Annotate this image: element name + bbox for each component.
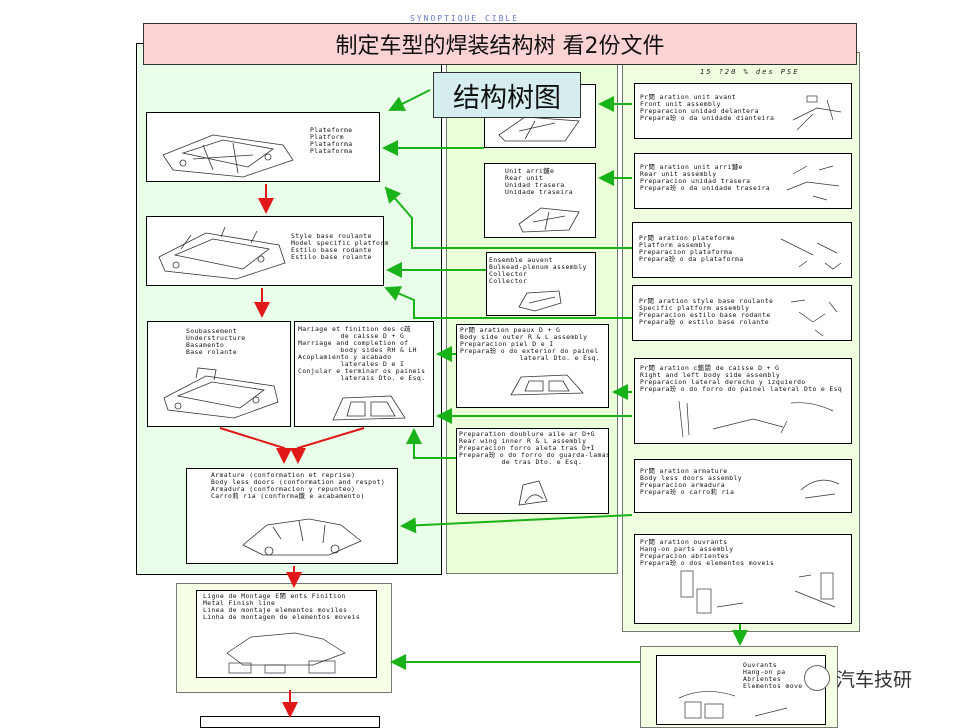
arrow-rear-wing (406, 428, 456, 459)
watermark-text: 汽车技研 (836, 668, 913, 691)
box-armature-prep-label: Pr閜 aration armature Body less doors ass… (640, 467, 742, 496)
box-body-side-completion-label: Mariage et finition des c疏 de caisse D +… (298, 325, 426, 382)
box-understructure-label: Soubassement Understructure Basamento Ba… (186, 327, 246, 356)
arrow-armature-prep (400, 514, 633, 534)
arrow-red-3 (219, 427, 292, 464)
box-hang-on-prep[interactable]: Pr閜 aration ouvrants Hang-on parts assem… (634, 534, 852, 624)
armature-parts-drawing (800, 479, 840, 499)
box-rear-unit-prep-label: Pr閜 aration unit arri鑢e Rear unit assemb… (640, 163, 770, 192)
box-body-side-outer[interactable]: Pr閜 aration peaux D + G Body side outer … (456, 324, 609, 408)
box-rear-wing-inner-label: Preparation doublure aile ar D+G Rear wi… (459, 430, 611, 466)
body-side-outer-drawing (510, 374, 584, 396)
box-platform-label: Plateforme Platform Plataforma Plataform… (310, 126, 353, 155)
box-platform-prep[interactable]: Pr閜 aration plateforme Platform assembly… (632, 222, 852, 278)
box-rear-unit-prep[interactable]: Pr閜 aration unit arri鑢e Rear unit assemb… (634, 153, 852, 209)
box-style-base-label: Style base roulante Model specific platf… (291, 232, 389, 261)
box-platform[interactable]: Plateforme Platform Plataforma Plataform… (146, 112, 380, 182)
box-understructure[interactable]: Soubassement Understructure Basamento Ba… (147, 321, 291, 427)
box-ouvrants[interactable]: Ouvrants Hang-on pa Abrientes Elementos … (656, 655, 826, 725)
box-body-side-completion[interactable]: Mariage et finition des c疏 de caisse D +… (294, 321, 434, 427)
hang-on-parts-drawing (680, 570, 836, 614)
rear-unit-drawing (518, 207, 580, 233)
platform-parts-drawing (780, 238, 842, 270)
column-c-header: 15 ?20 % des PSE (700, 68, 800, 76)
front-unit-drawing (498, 116, 580, 142)
box-bulkhead-label: Ensemble auvent Bulkead-plenum assembly … (489, 256, 587, 285)
box-front-unit-prep[interactable]: Pr閜 aration unit avant Front unit assemb… (634, 83, 852, 139)
box-body-side-prep-label: Pr閜 aration c魌閟 de caisse D + G Right an… (640, 364, 843, 393)
arrow-tag-to-platform (388, 89, 431, 111)
box-front-unit-prep-label: Pr閜 aration unit avant Front unit assemb… (640, 93, 775, 122)
box-metal-finish-line[interactable]: Ligne de Montage E閙 ents Finition Metal … (196, 590, 377, 678)
box-ouvrants-label: Ouvrants Hang-on pa Abrientes Elementos … (743, 661, 803, 690)
box-body-less-doors[interactable]: Armature (conformation et reprise) Body … (186, 468, 398, 564)
box-hang-on-prep-label: Pr閜 aration ouvrants Hang-on parts assem… (640, 538, 775, 567)
box-rear-unit[interactable]: Unit arri鑢e Rear unit Unidad trasera Uni… (484, 163, 596, 238)
body-side-drawing (332, 395, 406, 421)
structure-tree-tag: 结构树图 (433, 72, 581, 118)
platform-drawing (162, 134, 294, 178)
box-metal-finish-line-label: Ligne de Montage E閙 ents Finition Metal … (203, 592, 361, 621)
box-platform-prep-label: Pr閜 aration plateforme Platform assembly… (639, 234, 744, 263)
box-armature-prep[interactable]: Pr閜 aration armature Body less doors ass… (634, 459, 852, 513)
front-unit-parts-drawing (792, 95, 842, 131)
specific-platform-parts-drawing (790, 299, 838, 337)
finished-body-drawing (226, 632, 346, 674)
wechat-logo-icon (804, 665, 830, 691)
opening-parts-drawing (678, 691, 788, 719)
arrow-specific-platform-prep (384, 286, 632, 319)
page-title: 制定车型的焊装结构树 看2份文件 (143, 23, 857, 65)
watermark: 汽车技研 (804, 664, 932, 692)
box-rear-unit-label: Unit arri鑢e Rear unit Unidad trasera Uni… (505, 167, 573, 196)
box-specific-platform-prep[interactable]: Pr閜 aration style base roulante Specific… (632, 285, 852, 341)
body-in-white-drawing (242, 518, 362, 556)
box-bulkhead[interactable]: Ensemble auvent Bulkead-plenum assembly … (486, 252, 596, 316)
box-body-side-prep[interactable]: Pr閜 aration c魌閟 de caisse D + G Right an… (634, 358, 852, 444)
diagram-subtitle: SYNOPTIQUE CIBLE (410, 14, 520, 23)
understructure-drawing (163, 367, 279, 419)
arrow-platform-prep (384, 186, 632, 249)
box-body-less-doors-label: Armature (conformation et reprise) Body … (211, 471, 386, 500)
rear-unit-parts-drawing (786, 165, 840, 201)
arrow-red-4 (290, 427, 365, 464)
box-rear-wing-inner[interactable]: Preparation doublure aile ar D+G Rear wi… (456, 428, 611, 514)
body-side-parts-drawing (678, 400, 834, 438)
style-base-drawing (158, 226, 286, 280)
bulkhead-drawing (518, 290, 562, 312)
box-body-side-outer-label: Pr閜 aration peaux D + G Body side outer … (460, 326, 601, 362)
rear-wing-drawing (518, 480, 548, 506)
box-style-base[interactable]: Style base roulante Model specific platf… (146, 216, 388, 286)
box-specific-platform-prep-label: Pr閜 aration style base roulante Specific… (639, 297, 774, 326)
